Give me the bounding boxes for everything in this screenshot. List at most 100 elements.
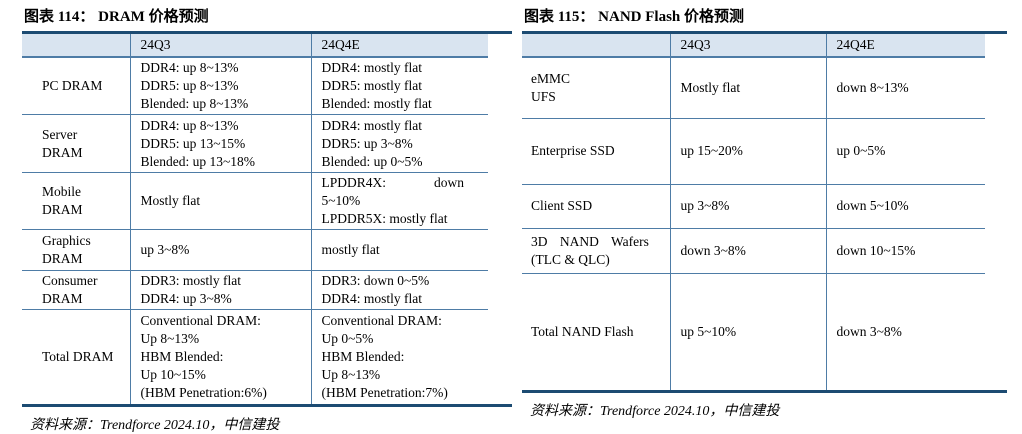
q3-cell: DDR3: mostly flat DDR4: up 3~8% bbox=[129, 270, 311, 310]
cell-line: (TLC & QLC) bbox=[531, 251, 610, 267]
q4-cell: up 0~5% bbox=[825, 118, 985, 185]
cell-line: 5~10% bbox=[321, 193, 361, 208]
header-cell-24q3: 24Q3 bbox=[669, 34, 826, 58]
row-label-cell: Enterprise SSD bbox=[522, 118, 670, 185]
cell-line: Conventional DRAM: bbox=[321, 312, 442, 328]
row-label-cell: Client SSD bbox=[522, 184, 670, 229]
cell-line: Mobile bbox=[42, 184, 81, 199]
row-label-cell: eMMC UFS bbox=[522, 57, 670, 119]
cell-line: DRAM bbox=[42, 144, 83, 160]
cell-line: (HBM Penetration:7%) bbox=[321, 384, 448, 400]
table-row: Client SSD up 3~8% down 5~10% bbox=[522, 184, 985, 229]
cell-line: DRAM bbox=[42, 202, 83, 217]
row-label-cell: Graphics DRAM bbox=[22, 229, 130, 271]
cell-line: Blended: up 0~5% bbox=[321, 153, 423, 169]
cell-line: DDR5: up 13~15% bbox=[140, 135, 246, 151]
q4-cell: DDR3: down 0~5% DDR4: mostly flat bbox=[310, 270, 488, 310]
cell-line: mostly flat bbox=[321, 242, 380, 257]
q4-cell: LPDDR4X: down 5~10% LPDDR5X: mostly flat bbox=[310, 172, 488, 230]
cell-line: DDR4: up 3~8% bbox=[140, 291, 232, 306]
cell-line: DRAM bbox=[42, 251, 83, 266]
cell-line: down 5~10% bbox=[836, 198, 909, 213]
cell-line: HBM Blended: bbox=[140, 348, 224, 364]
bottom-rule bbox=[22, 403, 512, 407]
cell-line: up 3~8% bbox=[680, 198, 730, 213]
table-row: Server DRAM DDR4: up 8~13% DDR5: up 13~1… bbox=[22, 114, 488, 173]
dram-price-table: 24Q3 24Q4E PC DRAM DDR4: up 8~13% DDR5: … bbox=[22, 34, 488, 404]
q4-cell: down 10~15% bbox=[825, 228, 985, 274]
cell-line: Up 10~15% bbox=[140, 366, 206, 382]
source-note: 资料来源：Trendforce 2024.10，中信建投 bbox=[30, 417, 280, 433]
cell-line: Blended: up 8~13% bbox=[140, 96, 249, 111]
cell-line: down 3~8% bbox=[836, 323, 902, 339]
table-row: Mobile DRAM Mostly flat LPDDR4X: down 5~… bbox=[22, 172, 488, 230]
row-label-cell: 3D NAND Wafers (TLC & QLC) bbox=[522, 228, 670, 274]
cell-line: DDR3: down 0~5% bbox=[321, 273, 430, 288]
cell-line: Mostly flat bbox=[140, 193, 201, 208]
q3-cell: Conventional DRAM: Up 8~13% HBM Blended:… bbox=[129, 309, 311, 404]
row-label-cell: Server DRAM bbox=[22, 114, 130, 173]
cell-line: DDR5: mostly flat bbox=[321, 78, 423, 93]
table-row: Graphics DRAM up 3~8% mostly flat bbox=[22, 229, 488, 271]
table-row: 3D NAND Wafers (TLC & QLC) down 3~8% dow… bbox=[522, 228, 985, 274]
header-cell-24q4e: 24Q4E bbox=[825, 34, 985, 58]
cell-line: down 3~8% bbox=[680, 242, 746, 258]
cell-line: eMMC bbox=[531, 70, 571, 86]
cell-line: LPDDR5X: mostly flat bbox=[321, 211, 448, 226]
table-row: eMMC UFS Mostly flat down 8~13% bbox=[522, 57, 985, 119]
cell-line: Mostly flat bbox=[680, 79, 741, 95]
row-label-cell: Total NAND Flash bbox=[522, 273, 670, 390]
cell-line: DDR3: mostly flat bbox=[140, 273, 242, 288]
title-rule bbox=[22, 31, 512, 34]
cell-line: DDR5: up 3~8% bbox=[321, 135, 413, 151]
cell-line: Up 0~5% bbox=[321, 330, 374, 346]
cell-line-left: LPDDR4X: bbox=[321, 175, 387, 190]
cell-line: Server bbox=[42, 126, 78, 142]
q4-cell: mostly flat bbox=[310, 229, 488, 271]
cell-line: up 0~5% bbox=[836, 143, 886, 158]
figure-dram: 图表 114： DRAM 价格预测 24Q3 24Q4E PC DRAM DDR… bbox=[22, 0, 512, 434]
q3-cell: up 15~20% bbox=[669, 118, 826, 185]
cell-line: Blended: up 13~18% bbox=[140, 153, 256, 169]
cell-line: down 10~15% bbox=[836, 242, 916, 258]
row-label-cell: Consumer DRAM bbox=[22, 270, 130, 310]
q4-cell: DDR4: mostly flat DDR5: mostly flat Blen… bbox=[310, 57, 488, 115]
table-row: Total NAND Flash up 5~10% down 3~8% bbox=[522, 273, 985, 390]
header-row: 24Q3 24Q4E bbox=[522, 34, 985, 58]
header-cell-blank bbox=[22, 34, 130, 58]
header-cell-24q4e: 24Q4E bbox=[310, 34, 488, 58]
cell-line: Total NAND Flash bbox=[531, 323, 634, 339]
cell-line: DDR4: up 8~13% bbox=[140, 117, 239, 133]
row-label-cell: Mobile DRAM bbox=[22, 172, 130, 230]
table-row: Total DRAM Conventional DRAM: Up 8~13% H… bbox=[22, 309, 488, 404]
q4-cell: Conventional DRAM: Up 0~5% HBM Blended: … bbox=[310, 309, 488, 404]
cell-line: DDR4: mostly flat bbox=[321, 60, 423, 75]
cell-line: DDR4: up 8~13% bbox=[140, 60, 239, 75]
cell-line: Total DRAM bbox=[42, 348, 114, 364]
header-cell-blank bbox=[522, 34, 670, 58]
figure-title: 图表 115： NAND Flash 价格预测 bbox=[524, 9, 745, 25]
q3-cell: up 5~10% bbox=[669, 273, 826, 390]
cell-line: Client SSD bbox=[531, 198, 593, 213]
table-row: Enterprise SSD up 15~20% up 0~5% bbox=[522, 118, 985, 185]
q3-cell: DDR4: up 8~13% DDR5: up 8~13% Blended: u… bbox=[129, 57, 311, 115]
cell-line: HBM Blended: bbox=[321, 348, 405, 364]
q3-cell: up 3~8% bbox=[669, 184, 826, 229]
cell-line: UFS bbox=[531, 88, 556, 104]
cell-line: up 3~8% bbox=[140, 242, 190, 257]
cell-line: up 15~20% bbox=[680, 143, 743, 158]
nand-price-table: 24Q3 24Q4E eMMC UFS Mostly flat down 8~1… bbox=[522, 34, 985, 390]
cell-line-right: down bbox=[434, 175, 464, 190]
cell-line: (HBM Penetration:6%) bbox=[140, 384, 267, 400]
q4-cell: down 3~8% bbox=[825, 273, 985, 390]
cell-line: up 5~10% bbox=[680, 323, 737, 339]
cell-line: Conventional DRAM: bbox=[140, 312, 261, 328]
q3-cell: DDR4: up 8~13% DDR5: up 13~15% Blended: … bbox=[129, 114, 311, 173]
cell-line: Consumer bbox=[42, 273, 98, 288]
table-row: Consumer DRAM DDR3: mostly flat DDR4: up… bbox=[22, 270, 488, 310]
cell-line: LPDDR4X: down bbox=[322, 174, 485, 192]
cell-line: DRAM bbox=[42, 291, 83, 306]
cell-line: DDR5: up 8~13% bbox=[140, 78, 239, 93]
q4-cell: DDR4: mostly flat DDR5: up 3~8% Blended:… bbox=[310, 114, 488, 173]
q3-cell: up 3~8% bbox=[129, 229, 311, 271]
